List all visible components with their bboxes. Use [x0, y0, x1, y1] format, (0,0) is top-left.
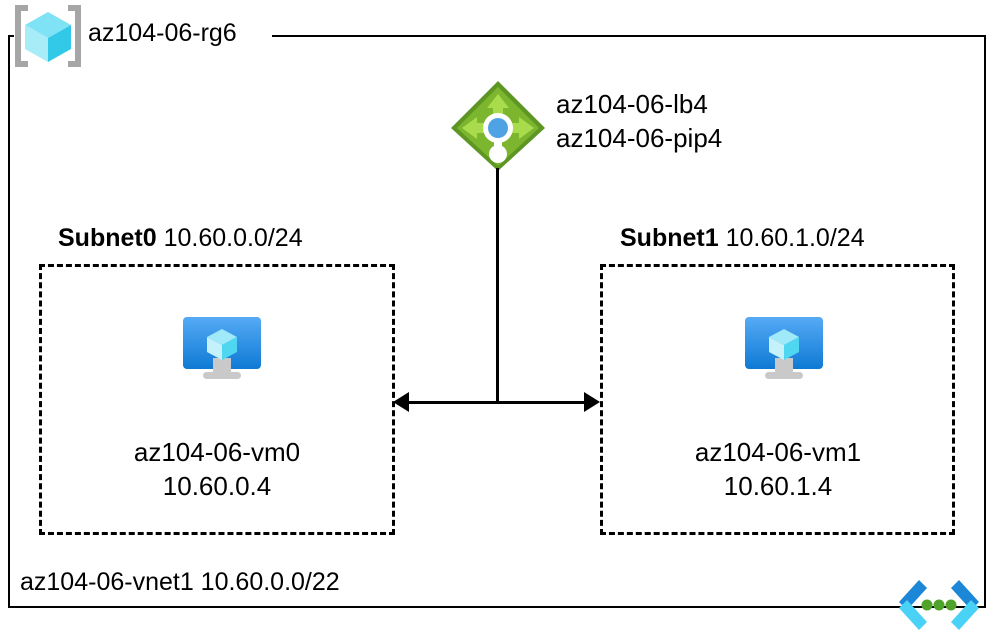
resource-group-border-top-left — [8, 35, 14, 37]
resource-group-label: az104-06-rg6 — [88, 19, 237, 47]
vm0-ip: 10.60.0.4 — [162, 471, 272, 501]
load-balancer-name: az104-06-lb4 — [556, 89, 708, 119]
resource-group-border-bottom — [8, 606, 986, 608]
vm0-name: az104-06-vm0 — [133, 437, 301, 467]
arrow-left-icon — [393, 392, 409, 412]
vm0-labels: az104-06-vm0 10.60.0.4 — [39, 435, 395, 503]
subnet1-box — [600, 264, 955, 535]
subnet1-name: Subnet1 — [620, 224, 726, 252]
vm1-name: az104-06-vm1 — [694, 437, 862, 467]
resource-group-cube-icon — [14, 3, 82, 69]
arrow-right-icon — [584, 392, 600, 412]
load-balancer-connector-line — [496, 168, 499, 403]
virtual-machine-icon — [177, 312, 267, 392]
subnet-connector-line — [399, 401, 593, 404]
subnet0-name: Subnet0 — [58, 224, 164, 252]
subnet0-title: Subnet0 10.60.0.0/24 — [58, 223, 303, 253]
subnet0-cidr: 10.60.0.0/24 — [163, 224, 303, 252]
resource-group-border-left — [8, 35, 10, 608]
vnet-label: az104-06-vnet1 10.60.0.0/22 — [20, 568, 340, 596]
vm1-labels: az104-06-vm1 10.60.1.4 — [600, 435, 956, 503]
resource-group-border-right — [984, 35, 986, 608]
virtual-machine-icon — [739, 312, 829, 392]
public-ip-name: az104-06-pip4 — [556, 123, 723, 153]
subnet1-cidr: 10.60.1.0/24 — [725, 224, 865, 252]
vm1-ip: 10.60.1.4 — [723, 471, 833, 501]
subnet1-title: Subnet1 10.60.1.0/24 — [620, 223, 865, 253]
virtual-network-icon — [893, 576, 985, 632]
load-balancer-labels: az104-06-lb4 az104-06-pip4 — [556, 87, 722, 155]
load-balancer-icon — [448, 78, 548, 174]
resource-group-border-top-right — [272, 35, 986, 37]
